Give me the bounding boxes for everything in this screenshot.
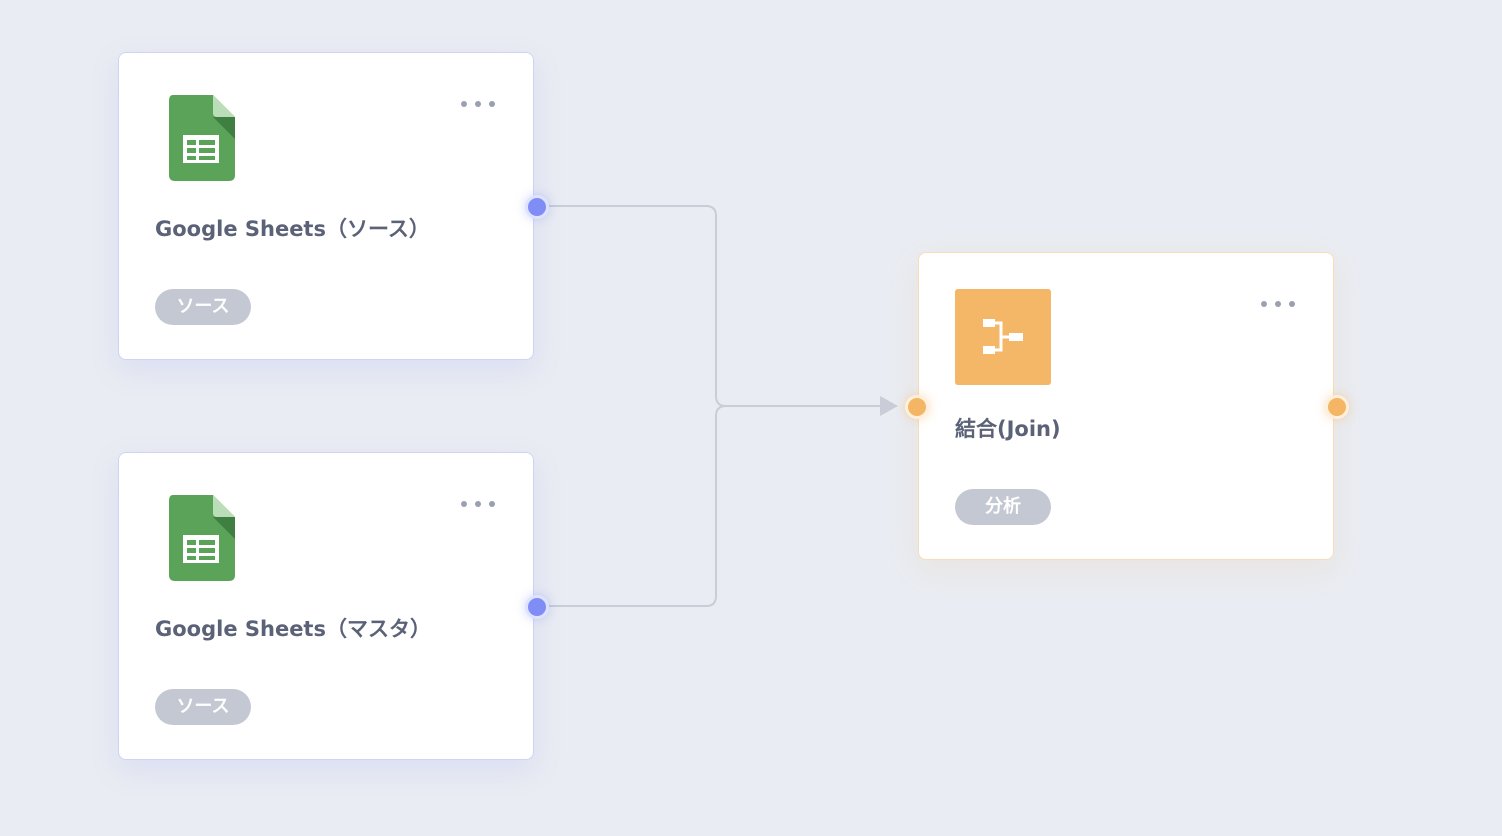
join-icon [955, 289, 1051, 385]
menu-dot [489, 501, 495, 507]
node-type-badge: ソース [155, 689, 251, 725]
menu-dot [461, 101, 467, 107]
connector-source-to-join[interactable] [547, 205, 881, 407]
more-horizontal-icon[interactable] [461, 97, 495, 111]
menu-dot [475, 101, 481, 107]
node-title: Google Sheets（ソース） [155, 217, 430, 241]
output-port[interactable] [1325, 395, 1349, 419]
output-port[interactable] [525, 195, 549, 219]
google-sheets-icon [169, 95, 235, 181]
menu-dot [461, 501, 467, 507]
input-port[interactable] [905, 395, 929, 419]
connector-arrowhead [880, 396, 898, 416]
more-horizontal-icon[interactable] [461, 497, 495, 511]
output-port[interactable] [525, 595, 549, 619]
node-type-badge: 分析 [955, 489, 1051, 525]
node-type-badge: ソース [155, 289, 251, 325]
connector-master-to-join[interactable] [547, 405, 727, 607]
menu-dot [1261, 301, 1267, 307]
google-sheets-master-node[interactable]: Google Sheets（マスタ） ソース [118, 452, 549, 760]
menu-dot [1289, 301, 1295, 307]
google-sheets-icon [169, 495, 235, 581]
menu-dot [489, 101, 495, 107]
menu-dot [475, 501, 481, 507]
menu-dot [1275, 301, 1281, 307]
google-sheets-source-node[interactable]: Google Sheets（ソース） ソース [118, 52, 549, 360]
node-title: Google Sheets（マスタ） [155, 617, 431, 641]
node-title: 結合(Join) [955, 417, 1061, 441]
join-node[interactable]: 結合(Join) 分析 [905, 252, 1349, 560]
more-horizontal-icon[interactable] [1261, 297, 1295, 311]
